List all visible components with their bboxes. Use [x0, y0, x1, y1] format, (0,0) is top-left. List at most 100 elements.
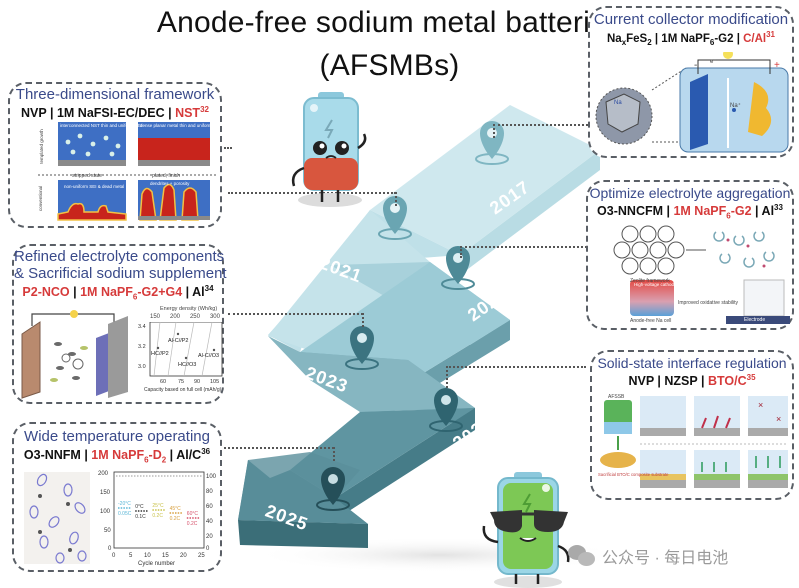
svg-text:×: ×: [776, 414, 781, 424]
label-electrode: Electrode: [744, 317, 766, 323]
y-tick: 3.2: [138, 344, 146, 350]
x-tick: 15: [162, 553, 169, 559]
cool-battery-mascot: [482, 472, 570, 588]
segment-rate-label-3: 0.2C: [170, 516, 181, 522]
x-axis-label: Cycle number: [138, 561, 175, 567]
y-tick: 3.4: [138, 324, 146, 330]
connector-2022: [460, 246, 587, 248]
segment-lines: -20°C0.05C0°C0.1C25°C0.2C45°C0.2C60°C0.2…: [118, 501, 200, 527]
y2-tick: 60: [206, 504, 213, 510]
y-tick: 0: [108, 546, 112, 552]
energy-density-chart: Al-C//P2 HC//P2 HC//O3 Al-C//O3 3.4 3.2 …: [138, 322, 223, 393]
pin-icon-2025: [316, 467, 350, 511]
x-tick: 20: [180, 553, 187, 559]
label-composite: Sacrificial BTO/C composite substrate: [598, 472, 669, 477]
label-na-ion: Na⁺: [730, 103, 741, 109]
label-img3-top: stripped state: [72, 173, 103, 179]
zeolite-illustration: [613, 225, 790, 324]
y-tick: 100: [100, 509, 111, 515]
label-na-zoom: Na: [614, 100, 622, 106]
timeline-segment-2017: [370, 105, 600, 255]
pin-icon-2017: [475, 121, 509, 165]
y2-tick: 100: [206, 474, 217, 480]
pin-icon-2024: [429, 388, 463, 432]
y2-tick: 20: [206, 534, 213, 540]
current-collector-schematic: [595, 52, 789, 153]
segment-temp-label-1: 0°C: [135, 504, 144, 510]
watermark: 公众号 · 每日电池: [568, 544, 728, 568]
label-cell: Anode-free Na cell: [630, 318, 672, 324]
watermark-text: 公众号 · 每日电池: [602, 550, 729, 567]
panel-title: Three-dimensional framework: [15, 86, 215, 103]
sad-battery-mascot: [291, 92, 367, 207]
panel-subtitle: NaxFeS2 | 1M NaPF6-G2 | C/Al31: [606, 30, 776, 48]
label-improved: Improved oxidative stability: [678, 300, 739, 306]
x-tick: 75: [178, 379, 184, 385]
segment-rate-label-4: 0.2C: [187, 521, 198, 527]
panel-wide-temperature: Wide temperature operating O3-NNFM | 1M …: [12, 422, 222, 572]
panel-current-collector: Current collector modification NaxFeS2 |…: [588, 6, 794, 158]
y-tick: 200: [98, 471, 109, 477]
segment-temp-label-2: 25°C: [152, 503, 164, 509]
y-tick: 50: [104, 528, 111, 534]
segment-temp-label-4: 60°C: [187, 511, 199, 517]
x-tick: 0: [112, 553, 116, 559]
x-tick: 10: [144, 553, 151, 559]
panel-title-line2: & Sacrificial sodium supplement: [14, 265, 227, 282]
point-label-hc-o3: HC//O3: [178, 362, 196, 368]
solvation-illustration: [24, 472, 90, 564]
capacity-vs-cycle-chart: 200 150 100 50 0 100 80 60 40 20 0 0 5 1…: [98, 471, 217, 567]
label-electron: e⁻: [710, 59, 717, 65]
panel-refined-electrolyte: Refined electrolyte components & Sacrifi…: [12, 244, 227, 404]
pin-icon-2021: [378, 196, 412, 240]
label-img3: non-uniform SEI & dead metal: [64, 184, 125, 189]
chart-top-axis-label: Energy density (Wh/kg): [160, 306, 218, 312]
label-img2: dense planar metal thin and uniform SEI: [140, 123, 221, 128]
label-img1: interconnected NST thin and uniform SEI: [60, 123, 142, 128]
y2-tick: 0: [206, 546, 210, 552]
segment-rate-label-0: 0.05C: [118, 511, 132, 517]
panel-title: Solid-state interface regulation: [597, 355, 787, 371]
main-title: Anode-free sodium metal batteries: [156, 6, 623, 39]
panel-title: Optimize electrolyte aggregation: [589, 185, 791, 201]
y-tick: 3.0: [138, 364, 146, 370]
panel-subtitle: NVP | NZSP | BTO/C35: [628, 373, 756, 389]
panel-subtitle: P2-NCO | 1M NaPF6-G2+G4 | Al34: [22, 284, 214, 302]
label-img4: dendrites + porosity: [150, 181, 190, 186]
segment-temp-label-3: 45°C: [170, 506, 182, 512]
pin-icon-2022: [441, 246, 475, 290]
point-label-alc-o3: Al-C//O3: [198, 353, 219, 359]
x-tick: 25: [198, 553, 205, 559]
segment-rate-label-2: 0.2C: [152, 513, 163, 519]
label-minus: -: [694, 60, 698, 71]
connector-2024: [446, 366, 586, 368]
solid-state-illustration: × ×: [600, 396, 788, 488]
pin-icon-2023: [345, 326, 379, 370]
point-label-alc-p2: Al-C//P2: [168, 338, 188, 344]
panel-solid-state-interface: Solid-state interface regulation NVP | N…: [590, 350, 794, 500]
x-tick: 5: [129, 553, 133, 559]
label-zeolite: Zeolite framework: [630, 278, 670, 284]
panel-title-line1: Refined electrolyte components: [14, 248, 225, 265]
panel-subtitle: O3-NNCFM | 1M NaPF6-G2 | Al33: [597, 203, 783, 221]
point-label-hc-p2: HC//P2: [151, 351, 169, 357]
label-afssb: AFSSB: [608, 394, 625, 400]
nst-growth-illustration: [38, 122, 218, 221]
y-tick: 150: [100, 490, 111, 496]
label-plus: +: [774, 60, 780, 71]
x-axis-label: Capacity based on full cell (mAh/g): [144, 387, 222, 393]
panel-optimize-electrolyte: Optimize electrolyte aggregation O3-NNCF…: [586, 180, 794, 330]
connector-2017: [493, 124, 588, 126]
timeline-side-face: [460, 150, 600, 275]
panel-title: Current collector modification: [593, 11, 789, 28]
label-cathode: High-voltage cathode: [634, 282, 677, 287]
label-row2-side: conventional: [38, 185, 44, 212]
panel-title: Wide temperature operating: [24, 428, 210, 445]
panel-three-dimensional-framework: Three-dimensional framework NVP | 1M NaF…: [8, 82, 222, 228]
x-tick: 105: [210, 379, 219, 385]
connector-2025: [224, 447, 334, 449]
wechat-icon: [568, 545, 596, 567]
